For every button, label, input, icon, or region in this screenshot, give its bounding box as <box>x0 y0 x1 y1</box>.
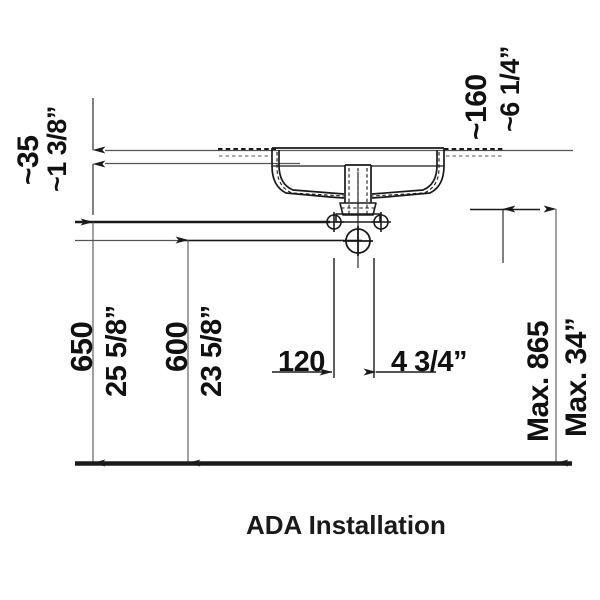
dim-max-865 <box>502 205 569 467</box>
countertop-line <box>105 149 573 165</box>
label-offset-metric: 120 <box>278 346 325 378</box>
drawing-caption: ADA Installation <box>246 510 446 540</box>
tap-hole-left <box>324 212 344 232</box>
label-650-metric: 650 <box>64 321 99 372</box>
label-max-imperial: Max. 34” <box>560 317 593 437</box>
extension-lines-left <box>75 220 362 242</box>
label-600-imperial: 23 5/8” <box>196 305 228 397</box>
label-600-metric: 600 <box>159 321 194 372</box>
drain-outlet <box>343 226 373 256</box>
dim-witness-lines <box>333 258 375 378</box>
label-thickness-metric: ~35 <box>12 135 45 185</box>
label-offset-imperial: 4 3/4” <box>391 346 468 378</box>
basin-outline <box>271 147 445 223</box>
label-basin-metric: ~160 <box>460 74 493 140</box>
label-max-metric: Max. 865 <box>522 320 555 442</box>
label-thickness-imperial: ~1 3/8” <box>42 106 72 192</box>
tap-hole-right <box>371 212 391 232</box>
label-basin-imperial: ~6 1/4” <box>495 46 525 132</box>
label-650-imperial: 25 5/8” <box>101 305 133 397</box>
countertop-hidden-edges <box>218 148 505 157</box>
